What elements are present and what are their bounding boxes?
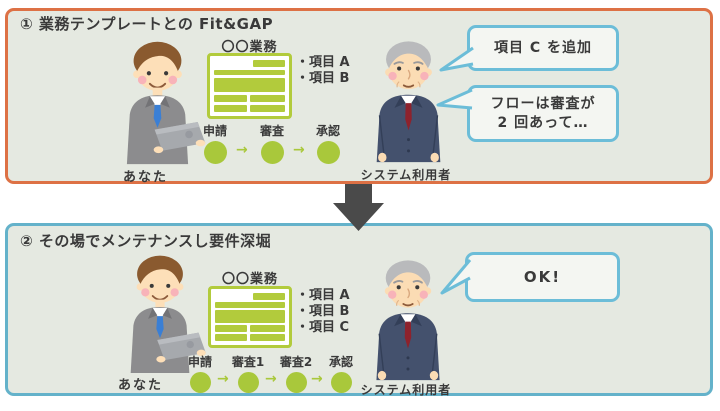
step-circle — [285, 372, 307, 393]
form-row — [214, 78, 285, 92]
form-items-1: ・項目 A ・項目 B — [296, 55, 350, 87]
speech-bubble-tail — [440, 259, 472, 295]
speech-bubble-ok: OK! — [465, 252, 620, 302]
form-row — [214, 60, 285, 67]
workflow-step: 承認 — [319, 353, 363, 393]
item-b: ・項目 B — [296, 71, 350, 86]
business-form-2 — [208, 286, 292, 348]
form-row — [215, 302, 285, 308]
speech-bubble-tail — [436, 88, 473, 110]
form-row — [215, 325, 285, 332]
workflow-step: 申請 — [178, 353, 222, 393]
business-form-1 — [207, 53, 292, 119]
step-circle — [189, 372, 211, 393]
form-title-2: 〇〇業務 — [221, 272, 278, 287]
flow-arrow-icon: → — [311, 371, 323, 387]
panel2-title: ② その場でメンテナンスし要件深堀 — [20, 232, 272, 250]
step-circle — [260, 141, 284, 164]
workflow-step: 承認 — [306, 122, 350, 164]
workflow-step: 審査1 — [226, 353, 270, 393]
form-row — [214, 70, 285, 76]
panel-maintenance — [5, 223, 713, 396]
you-label: あなた — [117, 378, 163, 393]
item-a: ・項目 A — [296, 288, 350, 303]
you-label: あなた — [122, 170, 168, 185]
flow-arrow-icon: → — [293, 142, 305, 158]
workflow-step: 審査2 — [274, 353, 318, 393]
down-arrow-icon — [333, 184, 384, 231]
speech-bubble-flow: フローは審査が 2 回あって… — [467, 85, 619, 142]
item-b: ・項目 B — [296, 304, 350, 319]
step-circle — [203, 141, 227, 164]
flow-arrow-icon: → — [217, 371, 229, 387]
item-c: ・項目 C — [296, 320, 350, 335]
speech-bubble-tail — [439, 46, 474, 72]
speech-bubble-add-item: 項目 C を追加 — [467, 25, 619, 71]
flow-arrow-icon: → — [265, 371, 277, 387]
form-title-1: 〇〇業務 — [221, 40, 278, 55]
form-row — [215, 334, 285, 341]
system-user-label: システム利用者 — [360, 168, 452, 182]
step-circle — [316, 141, 340, 164]
item-a: ・項目 A — [296, 55, 350, 70]
form-row — [214, 95, 285, 102]
workflow-step: 審査 — [250, 122, 294, 164]
panel1-title: ① 業務テンプレートとの Fit&GAP — [20, 15, 274, 33]
workflow-step: 申請 — [193, 122, 237, 164]
form-row — [215, 293, 285, 300]
step-circle — [330, 372, 352, 393]
form-row — [215, 309, 285, 323]
flow-arrow-icon: → — [236, 142, 248, 158]
form-row — [214, 105, 285, 112]
step-circle — [237, 372, 259, 393]
system-user-label: システム利用者 — [360, 383, 452, 397]
form-items-2: ・項目 A ・項目 B ・項目 C — [296, 288, 350, 336]
